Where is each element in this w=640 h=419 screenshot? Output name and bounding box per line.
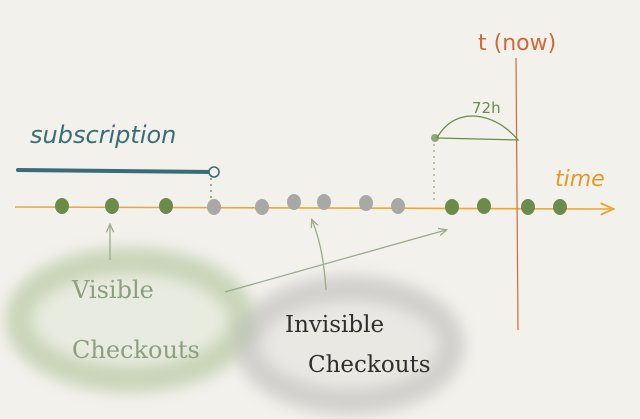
visible-checkout-dot: [55, 198, 69, 214]
invisible-checkout-dot: [391, 198, 405, 214]
subscription-bar: [16, 166, 220, 200]
duration-label: 72h: [472, 99, 501, 117]
invisible-label-line1: Invisible: [285, 312, 384, 338]
arrow-to-invisible: [312, 220, 327, 291]
visible-arrows: [110, 225, 446, 293]
invisible-checkout-dot: [317, 194, 331, 210]
subscription-label: subscription: [30, 121, 176, 149]
visible-checkout-dot: [105, 198, 119, 214]
visible-label-line1: Visible: [71, 276, 154, 304]
time-label: time: [555, 167, 605, 192]
duration-window: [431, 115, 520, 200]
visible-checkout-dot: [477, 198, 491, 214]
now-label: t (now): [478, 31, 556, 56]
visible-checkout-dot: [553, 199, 567, 215]
arrow-to-recent-visible: [224, 230, 446, 293]
visible-checkout-dot: [445, 199, 459, 215]
checkout-dots: [55, 194, 567, 215]
invisible-checkout-dot: [255, 199, 269, 215]
visible-label-line2: Checkouts: [72, 336, 200, 364]
invisible-checkout-dot: [207, 199, 221, 215]
invisible-highlight-blob: [235, 275, 465, 415]
now-line: [515, 57, 519, 331]
invisible-arrows: [312, 220, 327, 291]
visible-checkout-dot: [159, 198, 173, 214]
invisible-checkout-dot: [287, 194, 301, 210]
invisible-checkout-dot: [359, 195, 373, 211]
invisible-label-line2: Checkouts: [308, 352, 431, 378]
visible-highlight-blob: [5, 247, 255, 393]
visible-checkout-dot: [521, 199, 535, 215]
